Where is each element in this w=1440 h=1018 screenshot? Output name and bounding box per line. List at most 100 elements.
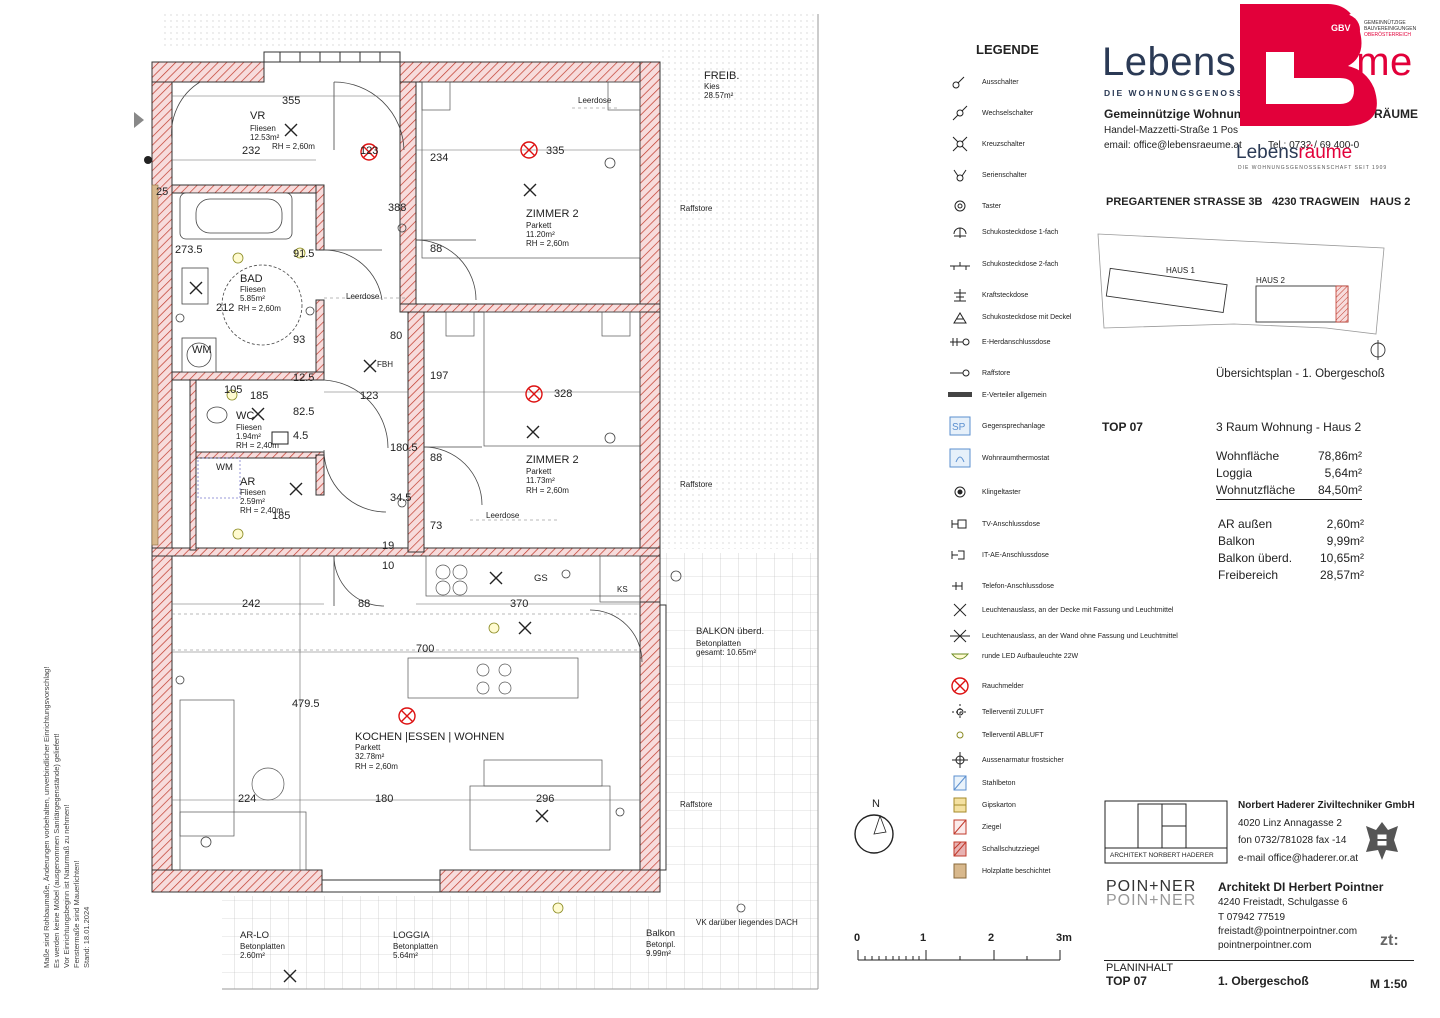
legend-label: Wechselschalter [982, 109, 1034, 117]
legend-item: Gipskarton [948, 795, 1016, 815]
intercom-icon: SP [949, 416, 971, 436]
footer-rule [1104, 960, 1414, 961]
gs-label: GS [534, 573, 548, 584]
dim: 273.5 [175, 244, 203, 256]
dim: 479.5 [292, 698, 320, 710]
legend-item: IT-AE-Anschlussdose [948, 545, 1049, 565]
dim: 123 [360, 390, 379, 402]
legend-label: Schukosteckdose 2-fach [982, 260, 1059, 268]
raffstore-label: Raffstore [680, 204, 713, 213]
legend-item: Kraftsteckdose [948, 285, 1028, 305]
legend-item: Klingeltaster [948, 482, 1021, 502]
dim: 224 [238, 793, 257, 805]
legend-item: Stahlbeton [948, 773, 1015, 793]
gbv-badge-icon [1328, 14, 1360, 46]
outdoor-floor: Betonplatten [393, 942, 438, 951]
dim: 335 [546, 145, 565, 157]
exhaust-valve-icon [956, 731, 964, 739]
loggia-grid [222, 896, 662, 989]
smoke-detectors [360, 141, 543, 725]
outdoor-floor: Betonpl. [646, 940, 676, 949]
dim: 185 [272, 510, 291, 522]
dim: 242 [242, 598, 261, 610]
interior-walls [171, 81, 661, 553]
room-floor: Parkett [526, 467, 552, 476]
room-floor: Parkett [526, 221, 552, 230]
room-height: RH = 2,60m [526, 239, 569, 248]
wm-label: WM [192, 344, 212, 356]
outdoor-area: 2.60m² [240, 951, 265, 960]
area-row: Balkon überd.10,65m² [1218, 550, 1364, 567]
site-caption: Übersichtsplan - 1. Obergeschoß [1216, 368, 1385, 380]
legend-label: Ausschalter [982, 78, 1019, 86]
legend-label: Serienschalter [982, 171, 1027, 179]
dim: 34.5 [390, 492, 412, 504]
wm-label: WM [216, 462, 233, 473]
room-name: AR [240, 476, 256, 488]
area-value: 10,65m² [1319, 551, 1364, 565]
wall-light-icon [950, 629, 970, 643]
dim: 88 [430, 452, 443, 464]
dim: 296 [536, 793, 555, 805]
dim: 19 [382, 540, 395, 552]
area-label: Loggia [1216, 466, 1253, 480]
fbh-label: FBH [377, 360, 393, 369]
gbv-text: GEMEINNÜTZIGE BAUVEREINIGUNGEN OBERÖSTER… [1364, 20, 1417, 38]
room-height: RH = 2,60m [272, 142, 315, 151]
room-area: 12.53m² [250, 133, 280, 142]
raffstore-label: Raffstore [680, 800, 713, 809]
room-floor: Parkett [355, 743, 381, 752]
room-area: 1.94m² [236, 432, 261, 441]
legend-label: Kreuzschalter [982, 140, 1025, 148]
light-outlets [189, 123, 549, 983]
area-value: 28,57m² [1319, 568, 1364, 582]
legend-item: Ziegel [948, 817, 1001, 837]
sanitary-fixtures [179, 192, 303, 499]
room-name: VR [250, 110, 266, 122]
concrete-icon [953, 775, 967, 791]
dim: 328 [554, 388, 573, 400]
legend-item: Kreuzschalter [948, 134, 1025, 154]
plasterboard-icon [953, 797, 967, 813]
room-floor: Fliesen [250, 124, 276, 133]
power-socket-icon [954, 289, 966, 302]
legend-label: Holzplatte beschichtet [982, 867, 1051, 875]
leerdose-label: Leerdose [578, 96, 612, 105]
legend-label: Leuchtenauslass, an der Decke mit Fassun… [982, 606, 1174, 614]
legend-label: Kraftsteckdose [982, 291, 1029, 299]
legend-item: Leuchtenauslass, an der Decke mit Fassun… [948, 600, 1173, 620]
legend-label: Schukosteckdose mit Deckel [982, 313, 1072, 321]
plan-top: TOP 07 [1106, 974, 1147, 988]
stove-outlet-icon [950, 338, 970, 346]
plan-floor: 1. Obergeschoß [1218, 974, 1309, 988]
outdoor-name: BALKON überd. [696, 626, 765, 637]
room-floor: Fliesen [236, 423, 262, 432]
north-label: N [872, 798, 880, 810]
room-floor: Fliesen [240, 488, 266, 497]
architect-phone: T 07942 77519 [1218, 912, 1286, 923]
legend-item: Wechselschalter [948, 103, 1033, 123]
engineer-name: Norbert Haderer Ziviltechniker GmbH [1238, 800, 1415, 811]
socket-single-icon [953, 227, 967, 238]
dim: 91.5 [293, 248, 315, 260]
site-house-2: HAUS 2 [1256, 276, 1285, 285]
legend-item: Wohnraumthermostat [948, 448, 1049, 468]
dim: 388 [388, 202, 407, 214]
area-label: Freibereich [1218, 568, 1279, 582]
room-name: KOCHEN |ESSEN | WOHNEN [355, 731, 505, 743]
gravel-area [660, 14, 818, 549]
two-way-switch-icon [952, 105, 968, 121]
dim: 234 [430, 152, 449, 164]
architect-name: Architekt DI Herbert Pointner [1218, 880, 1384, 894]
dim: 12.5 [293, 372, 315, 384]
ceiling-light-icon [953, 603, 967, 617]
gbv-mark: GBV [1331, 23, 1351, 33]
engineer-address: 4020 Linz Annagasse 2 [1238, 818, 1342, 829]
outdoor-name: AR-LO [240, 930, 270, 941]
area-label: Wohnutzfläche [1216, 483, 1296, 497]
balcony-grid [660, 553, 818, 989]
blind-icon [950, 369, 970, 377]
unit-type: 3 Raum Wohnung - Haus 2 [1216, 420, 1362, 434]
